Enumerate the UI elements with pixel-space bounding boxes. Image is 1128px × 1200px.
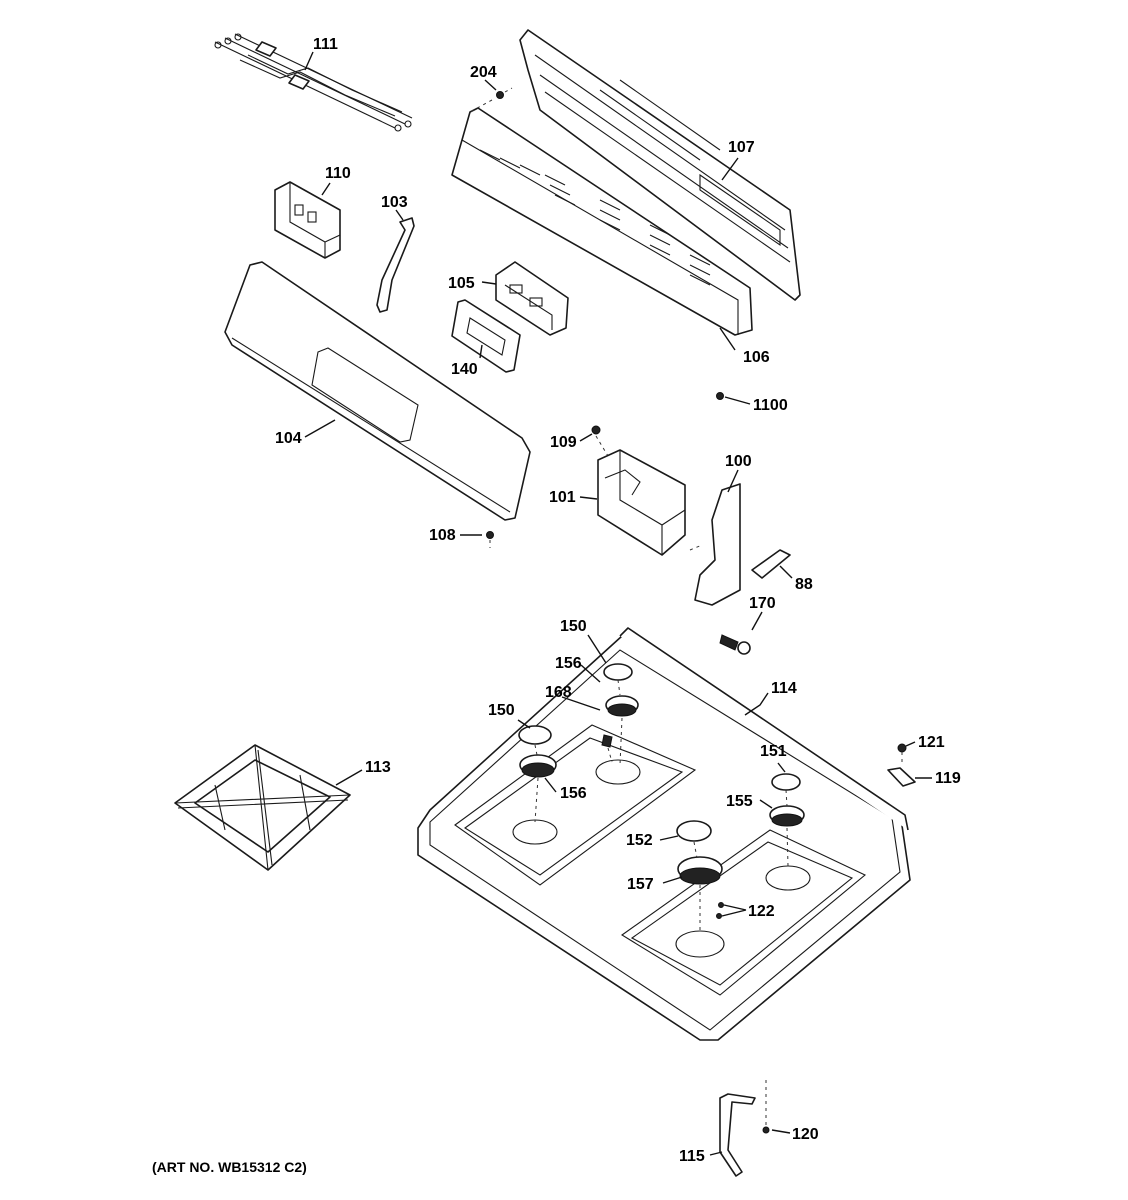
callout-157: 157 <box>627 876 654 893</box>
screw-108 <box>486 531 494 548</box>
burner-cap-150-rear <box>603 663 633 681</box>
screw-170 <box>719 634 751 655</box>
callout-204: 204 <box>470 64 497 81</box>
callout-113: 113 <box>365 759 391 776</box>
wire-harness-111 <box>214 33 413 132</box>
callout-115: 115 <box>679 1148 705 1165</box>
burner-head-156-left <box>519 754 557 778</box>
burner-head-156-rear <box>605 695 639 717</box>
callout-150-left: 150 <box>488 702 515 719</box>
screw-1100 <box>716 392 724 400</box>
callout-151: 151 <box>760 743 787 760</box>
callout-109: 109 <box>550 434 577 451</box>
callout-1100: 1100 <box>753 397 788 414</box>
callout-156-rear: 156 <box>555 655 582 672</box>
callout-104: 104 <box>275 430 302 447</box>
burner-cap-150-left <box>518 725 552 745</box>
callout-88: 88 <box>795 576 813 593</box>
screw-121 <box>897 743 907 753</box>
callout-110: 110 <box>325 165 351 182</box>
callout-156-left: 156 <box>560 785 587 802</box>
callout-119: 119 <box>935 770 961 787</box>
terminal-block-110 <box>274 181 341 259</box>
grate-113 <box>174 744 351 871</box>
screws-122 <box>716 902 724 919</box>
callout-122: 122 <box>748 903 775 920</box>
manifold-panel-107 <box>519 29 801 301</box>
back-panel-106 <box>451 107 753 336</box>
screw-204 <box>469 87 513 113</box>
control-panel-104 <box>224 261 531 521</box>
callout-120: 120 <box>792 1126 819 1143</box>
leader-lines <box>304 51 932 1156</box>
bracket-103 <box>376 217 415 313</box>
bracket-101 <box>597 449 686 556</box>
callout-labels: 111 204 107 110 103 105 140 106 1100 109… <box>152 36 961 1175</box>
burner-cap-151 <box>771 773 801 791</box>
cooktop-114 <box>417 627 911 1041</box>
screw-109 <box>591 425 609 457</box>
art-number: (ART NO. WB15312 C2) <box>152 1159 307 1175</box>
callout-114: 114 <box>771 680 797 697</box>
clip-88 <box>751 549 791 579</box>
bracket-119 <box>887 767 916 787</box>
screw-120 <box>762 1126 770 1134</box>
callout-105: 105 <box>448 275 475 292</box>
callout-103: 103 <box>381 194 408 211</box>
control-board-105 <box>495 261 569 336</box>
callout-155: 155 <box>726 793 753 810</box>
callout-100: 100 <box>725 453 752 470</box>
callout-107: 107 <box>728 139 755 156</box>
callout-150-rear: 150 <box>560 618 587 635</box>
callout-140: 140 <box>451 361 478 378</box>
burner-head-155 <box>769 805 805 827</box>
callout-106: 106 <box>743 349 770 366</box>
callout-168: 168 <box>545 684 572 701</box>
side-trim-100 <box>689 483 741 606</box>
callout-101: 101 <box>549 489 576 506</box>
callout-121: 121 <box>918 734 945 751</box>
overlay-140 <box>451 299 521 373</box>
callout-111: 111 <box>313 36 338 53</box>
burner-head-157 <box>677 856 723 885</box>
callout-152: 152 <box>626 832 653 849</box>
callout-108: 108 <box>429 527 456 544</box>
callout-170: 170 <box>749 595 776 612</box>
assembly-lines <box>534 679 903 1125</box>
screw-168 <box>601 734 613 748</box>
burner-cap-152 <box>676 820 712 842</box>
tube-115 <box>719 1093 756 1177</box>
